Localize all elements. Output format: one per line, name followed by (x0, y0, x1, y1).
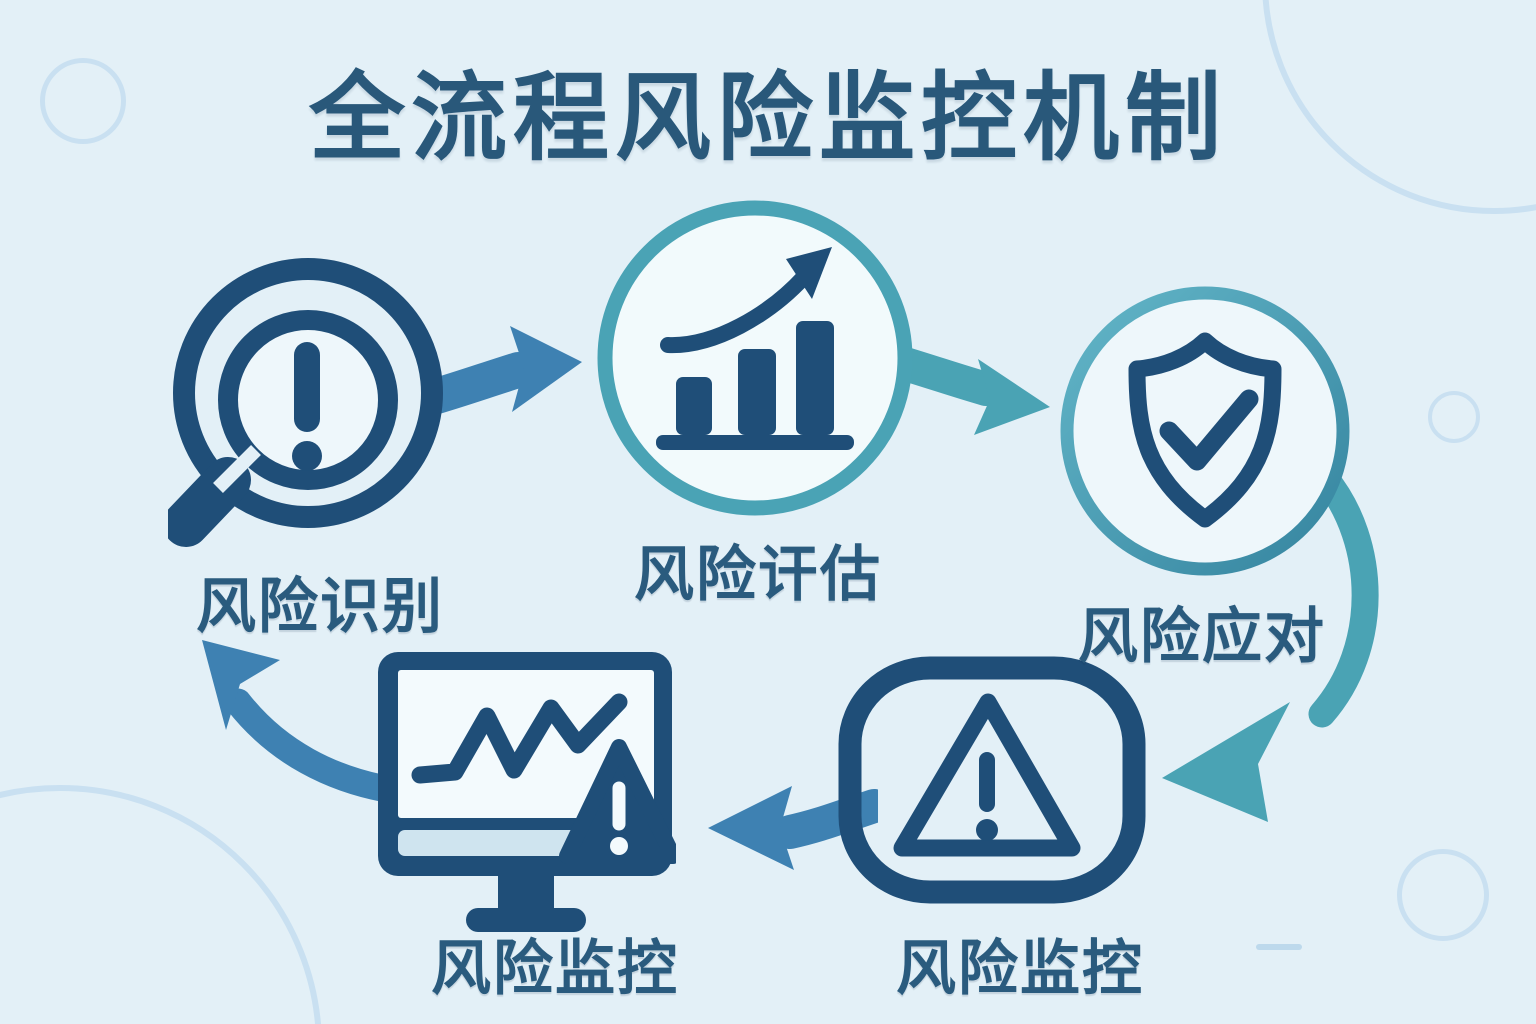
squircle-outline (838, 656, 1146, 904)
label-risk-identification: 风险识别 (196, 573, 444, 640)
chart-bar-2 (738, 349, 776, 435)
shield-check-icon (1060, 286, 1350, 576)
arrow-response-to-warning (1162, 468, 1379, 822)
arrow-monitoring-to-identification (202, 640, 397, 804)
label-risk-warning: 风险监控 (896, 935, 1144, 1002)
exclamation-dot (976, 819, 998, 841)
magnifier-alert-icon (168, 258, 443, 547)
alert-exclamation-dot (610, 837, 628, 855)
arrow-identification-to-assessment (424, 326, 582, 416)
growth-bar-chart-icon (597, 200, 913, 516)
chart-bar-1 (676, 377, 712, 435)
triangle-outline (893, 693, 1081, 857)
chart-baseline (656, 435, 854, 450)
decorative-circle-bottom-left (0, 785, 322, 1024)
page-title: 全流程风险监控机制 (309, 65, 1227, 172)
arrow-assessment-to-response (900, 346, 1050, 435)
trend-line (411, 693, 628, 784)
label-risk-assessment: 风险讦估 (634, 541, 882, 608)
label-risk-response: 风险应对 (1078, 603, 1326, 670)
decorative-circle-bottom-right (1397, 849, 1489, 941)
monitor-base (466, 908, 586, 932)
label-risk-monitoring: 风险监控 (431, 935, 679, 1002)
exclamation-dot (292, 441, 322, 471)
growth-curve (660, 269, 812, 354)
magnifier-outer-ring (173, 258, 443, 528)
chart-bar-3 (796, 321, 834, 435)
shield-outline (1128, 332, 1282, 528)
arrow-warning-to-monitoring (708, 786, 878, 870)
warning-triangle-icon (838, 656, 1146, 904)
handle-gap (213, 445, 261, 493)
checkmark (1159, 389, 1259, 471)
growth-arrowhead (786, 247, 832, 299)
monitor-trend-alert-icon (378, 652, 676, 932)
decorative-circle-right (1428, 391, 1480, 443)
decorative-dash (1256, 944, 1302, 950)
